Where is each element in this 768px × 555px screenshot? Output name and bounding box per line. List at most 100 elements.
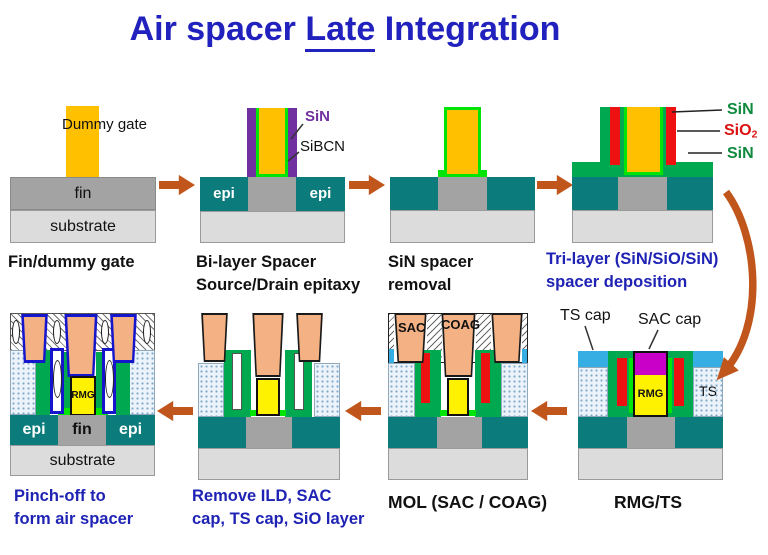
fin-label: fin (74, 184, 92, 202)
air-gap-oval (53, 320, 61, 344)
substrate (578, 448, 723, 480)
ts-contact-right (129, 350, 155, 415)
rmg-gate: RMG (70, 376, 96, 416)
air-gap-oval (12, 320, 20, 344)
ild-hatch (522, 314, 527, 362)
fin (437, 417, 482, 448)
title-emphasis: Late (305, 10, 376, 52)
dummy-gate (627, 107, 660, 172)
caption-step3: SiN spacer removal (388, 253, 474, 295)
substrate: substrate (10, 445, 155, 476)
epi-left: epi (200, 177, 248, 211)
sac-contact-right (296, 313, 323, 362)
sin-layer-label: SiN (305, 108, 331, 125)
fin: fin (10, 177, 156, 210)
air-gap-oval (104, 360, 114, 398)
air-gap-slot (232, 353, 242, 410)
ts-cap-right (693, 351, 723, 367)
caption-step7: Remove ILD, SAC cap, TS cap, SiO layer (192, 487, 365, 529)
arrow-left-icon (345, 400, 381, 422)
ts-cap-sliver (522, 349, 527, 363)
rmg-label: RMG (71, 389, 95, 401)
caption-step8: Pinch-off to form air spacer (14, 487, 134, 529)
ts-contact-right: TS (693, 367, 723, 417)
fin-label: fin (72, 421, 92, 438)
rmg-gate-column: RMG (633, 351, 668, 417)
dummy-gate-label: Dummy gate (62, 116, 148, 133)
rmg-gate (256, 378, 280, 416)
fin (627, 417, 675, 448)
ts-cap-sliver (389, 349, 394, 363)
sin-spacer-inner (64, 352, 70, 414)
sac-cap-label: SAC cap (638, 311, 702, 328)
sin-inner-liner (667, 358, 672, 413)
sin-top-label: SiN (727, 101, 754, 118)
substrate: substrate (10, 210, 156, 243)
epi-label: epi (118, 421, 143, 438)
ts-contact-left (388, 363, 415, 417)
arrow-left-icon (531, 400, 567, 422)
sio2-layer (666, 107, 676, 165)
sac-cap (635, 353, 666, 375)
coag-label: COAG (441, 317, 480, 332)
arrow-right-icon (159, 174, 195, 196)
substrate (572, 210, 713, 243)
arrow-left-icon (157, 400, 193, 422)
epi-label: epi (309, 184, 332, 202)
arrow-right-icon (537, 174, 573, 196)
caption-step1: Fin/dummy gate (8, 253, 135, 271)
caption-step4: Tri-layer (SiN/SiO/SiN) spacer depositio… (546, 250, 719, 292)
substrate-label: substrate (50, 217, 116, 235)
epi-label: epi (213, 184, 235, 202)
fin (248, 177, 296, 211)
substrate (388, 448, 528, 480)
sin-spacer-block (36, 350, 50, 415)
sac-contact-left (394, 313, 427, 363)
ts-contact-right (314, 363, 340, 417)
page-title: Air spacer Late Integration (30, 10, 660, 52)
fin (246, 417, 292, 448)
sin-inner-liner (629, 358, 634, 413)
title-prefix: Air spacer (129, 10, 306, 48)
fin: fin (58, 415, 106, 445)
fin (618, 177, 667, 210)
sio2-layer (617, 358, 627, 406)
dummy-gate (259, 108, 285, 174)
coag-contact (252, 313, 284, 377)
ts-label: TS (699, 383, 717, 400)
rmg-gate (447, 378, 469, 416)
air-gap-oval (52, 360, 62, 398)
substrate-label: substrate (49, 451, 116, 469)
epi-label: epi (22, 421, 46, 438)
curved-arrow-icon (716, 189, 757, 381)
air-gap-oval (101, 320, 109, 344)
title-suffix: Integration (375, 10, 561, 48)
coag-contact (441, 313, 476, 377)
ts-cap-label: TS cap (560, 307, 611, 324)
rmg-gate: RMG (635, 375, 666, 414)
sin-bottom-label: SiN (727, 145, 754, 162)
sio2-layer (421, 353, 430, 403)
dummy-gate (66, 106, 99, 178)
substrate (390, 210, 535, 243)
substrate (198, 448, 340, 480)
arrow-right-icon (349, 174, 385, 196)
dummy-gate (444, 107, 481, 177)
sio2-layer (610, 107, 620, 165)
contact-with-liner (110, 314, 137, 363)
epi-right: epi (296, 177, 345, 211)
sibcn-layer-label: SiBCN (300, 138, 346, 155)
ts-contact-right (501, 363, 528, 417)
substrate (200, 211, 345, 243)
caption-step2: Bi-layer Spacer Source/Drain epitaxy (196, 253, 361, 295)
ts-contact-left (198, 363, 224, 417)
sio2-layer (481, 353, 490, 403)
fin (438, 177, 487, 210)
ild-hatch (389, 314, 394, 362)
sin-spacer-block (116, 350, 130, 415)
pointer-line-sac-cap (648, 329, 659, 350)
sio2-layer (674, 358, 684, 406)
sio2-label: SiO2 (724, 122, 758, 141)
epi-right: epi (106, 415, 155, 445)
